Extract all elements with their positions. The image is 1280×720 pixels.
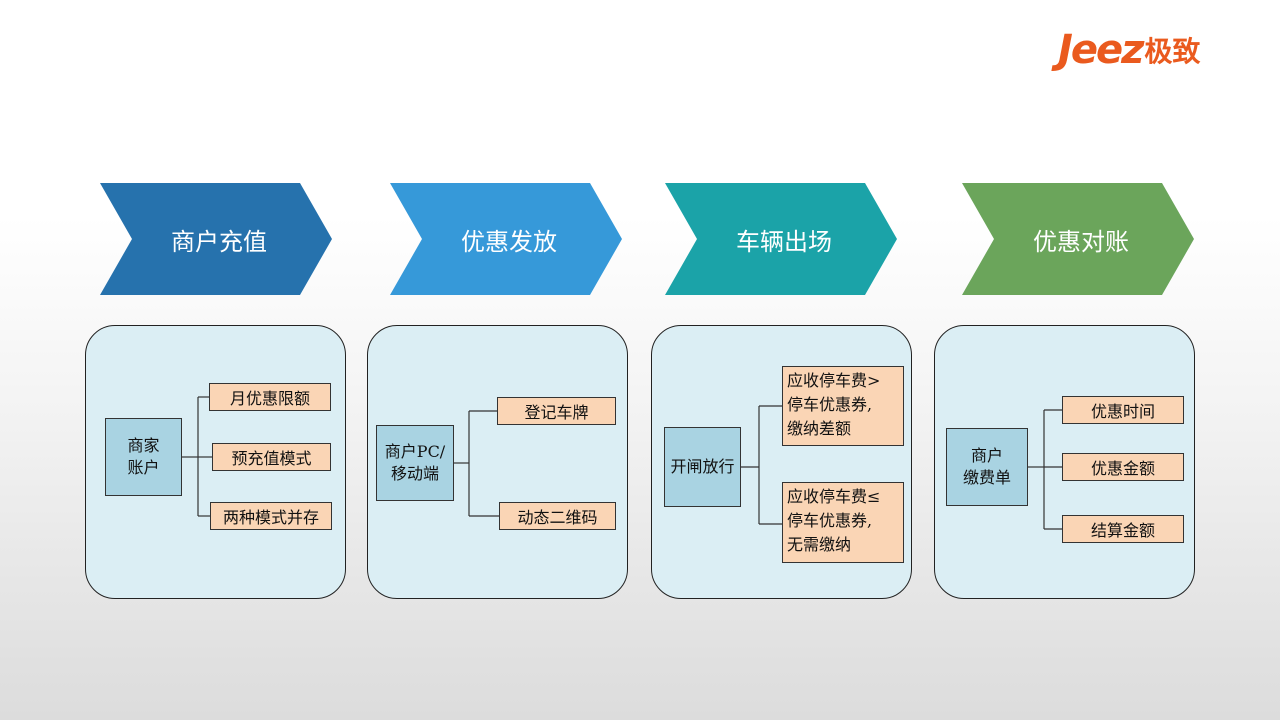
no-payment-line-2: 停车优惠券, <box>787 511 873 530</box>
both-modes-box: 两种模式并存 <box>210 502 332 530</box>
step-1-connectors <box>182 396 212 517</box>
merchant-bill-line-1: 商户 <box>970 446 1003 465</box>
step-3-chevron <box>665 183 897 295</box>
pay-difference-box: 应收停车费> 停车优惠券, 缴纳差额 <box>782 366 904 446</box>
discount-time-box: 优惠时间 <box>1062 396 1184 424</box>
merchant-terminal-line-2: 移动端 <box>390 464 439 483</box>
step-2-chevron <box>390 183 622 295</box>
logo-latin-text: Jeez <box>1058 27 1144 73</box>
step-4-connectors <box>1028 409 1062 530</box>
prepaid-mode-box: 预充值模式 <box>212 443 331 471</box>
register-plate-box: 登记车牌 <box>497 397 616 425</box>
step-2-title: 优惠发放 <box>461 227 557 256</box>
no-payment-line-3: 无需缴纳 <box>787 535 852 554</box>
merchant-bill-line-2: 缴费单 <box>962 468 1011 487</box>
discount-amount-box: 优惠金额 <box>1062 453 1184 481</box>
step-3-title: 车辆出场 <box>736 227 832 256</box>
merchant-account-box: 商家 账户 <box>105 418 182 496</box>
step-1-chevron <box>100 183 332 295</box>
open-gate-label: 开闸放行 <box>670 457 735 476</box>
step-1-title: 商户充值 <box>171 227 267 256</box>
pay-difference-line-3: 缴纳差额 <box>787 419 852 438</box>
dynamic-qrcode-box: 动态二维码 <box>499 502 616 530</box>
settlement-amount-box: 结算金额 <box>1062 515 1184 543</box>
step-3-connectors <box>741 405 782 525</box>
pay-difference-line-1: 应收停车费> <box>787 371 881 390</box>
merchant-account-line-2: 账户 <box>127 458 160 477</box>
logo-cn-text: 极致 <box>1144 35 1201 68</box>
monthly-limit-box: 月优惠限额 <box>209 383 331 411</box>
merchant-bill-box: 商户 缴费单 <box>946 428 1028 506</box>
pay-difference-line-2: 停车优惠券, <box>787 395 873 414</box>
step-1-panel: 商家 账户 月优惠限额 预充值模式 两种模式并存 <box>85 325 346 599</box>
step-4-chevron <box>962 183 1194 295</box>
step-3-panel: 开闸放行 应收停车费> 停车优惠券, 缴纳差额 应收停车费≤ 停车优惠券, 无需… <box>651 325 912 599</box>
step-2-connectors <box>454 410 499 517</box>
step-4-title: 优惠对账 <box>1033 227 1129 256</box>
jeez-logo: Jeez 极致 <box>1058 28 1200 72</box>
merchant-account-line-1: 商家 <box>127 436 160 455</box>
merchant-terminal-line-1: 商户PC/ <box>384 442 446 461</box>
no-payment-line-1: 应收停车费≤ <box>787 487 881 506</box>
open-gate-box: 开闸放行 <box>664 427 741 507</box>
no-payment-box: 应收停车费≤ 停车优惠券, 无需缴纳 <box>782 482 904 563</box>
step-4-panel: 商户 缴费单 优惠时间 优惠金额 结算金额 <box>934 325 1195 599</box>
merchant-terminal-box: 商户PC/ 移动端 <box>376 425 454 501</box>
step-2-panel: 商户PC/ 移动端 登记车牌 动态二维码 <box>367 325 628 599</box>
